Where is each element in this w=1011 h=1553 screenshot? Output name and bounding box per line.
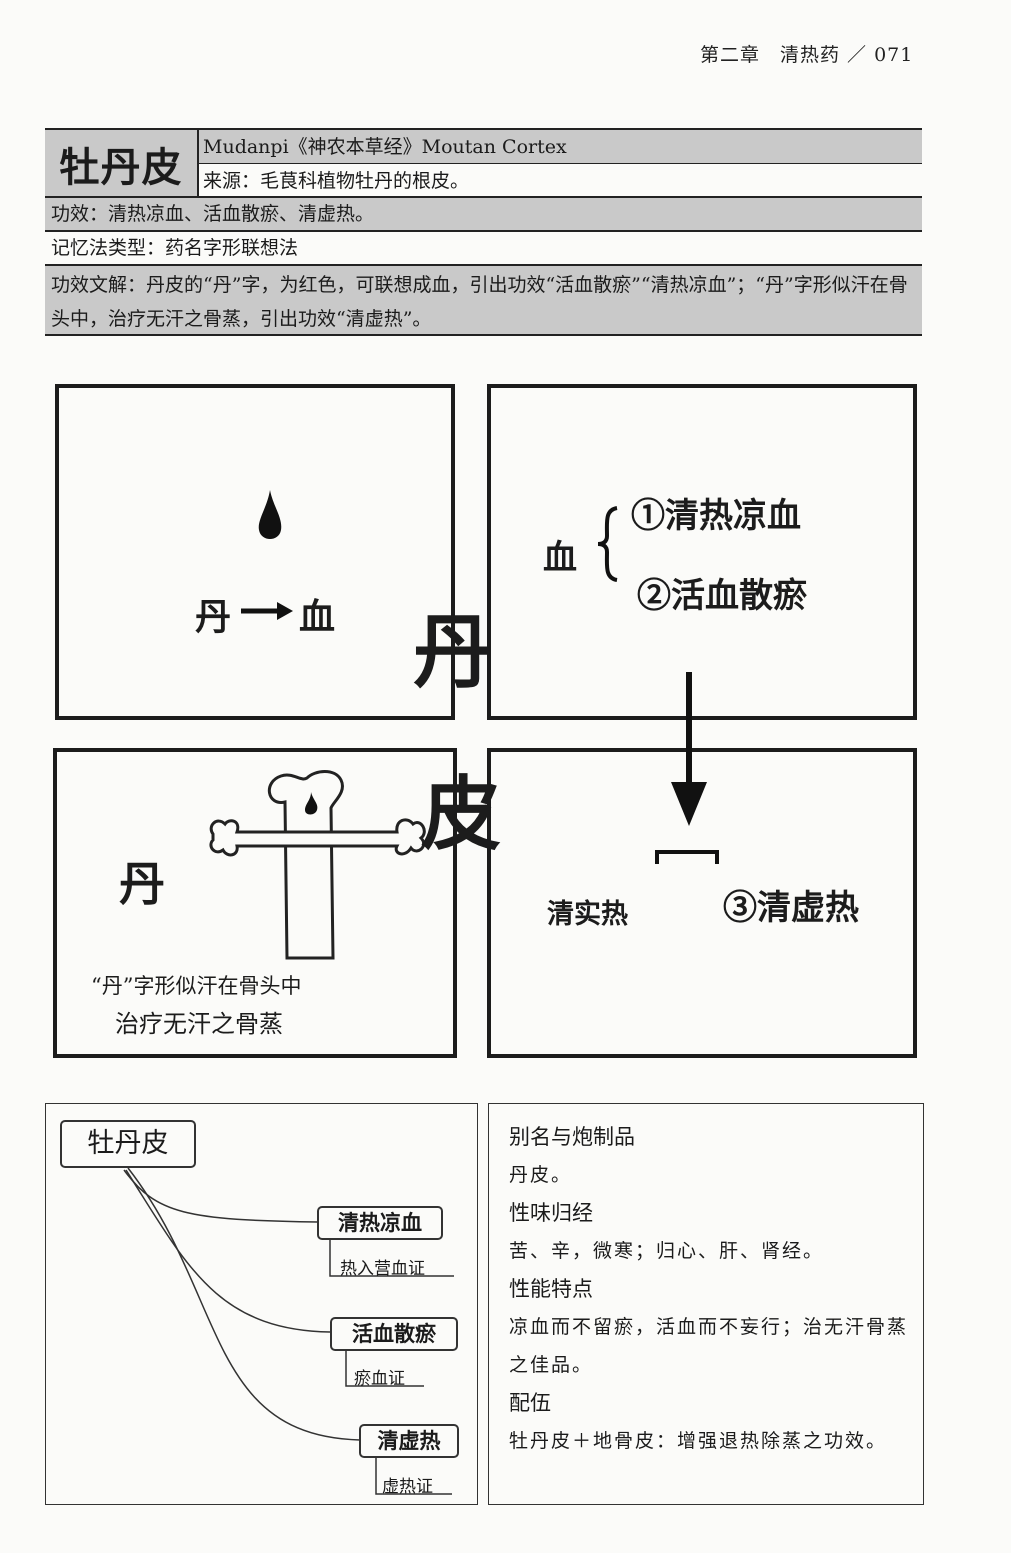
nature-text: 苦、辛，微寒；归心、肝、肾经。 — [509, 1240, 825, 1262]
compatibility-text: 牡丹皮＋地骨皮：增强退热除蒸之功效。 — [509, 1430, 888, 1452]
panel1-dan: 丹 — [195, 596, 232, 638]
memory-method-label: 记忆法类型： — [51, 237, 166, 259]
panel3-caption-line1: “丹”字形似汗在骨头中 — [91, 974, 302, 998]
right-arrow-icon — [241, 602, 293, 620]
brace-icon — [597, 506, 618, 582]
panel2-xue: 血 — [543, 538, 577, 578]
bone-icon — [209, 770, 426, 960]
mindmap-root: 牡丹皮 — [60, 1120, 196, 1168]
panel-dan-to-blood: 丹 血 — [55, 384, 455, 720]
panel4-clear-deficiency-heat: ③清虚热 — [723, 888, 859, 928]
herb-latin-name: Mudanpi《神农本草经》Moutan Cortex — [199, 130, 922, 164]
mindmap-branch-sub: 热入营血证 — [340, 1259, 425, 1279]
memory-method-value: 药名字形联想法 — [165, 237, 299, 259]
mindmap-branch-label: 活血散瘀 — [330, 1317, 458, 1351]
mindmap-branch-label: 清虚热 — [359, 1424, 459, 1458]
memory-method-row: 记忆法类型：药名字形联想法 — [45, 230, 922, 264]
panel-clear-heat: 清实热 ③清虚热 — [487, 748, 917, 1058]
title-row: 牡丹皮 Mudanpi《神农本草经》Moutan Cortex 来源：毛茛科植物… — [45, 128, 922, 198]
alias-heading: 别名与炮制品 — [509, 1125, 635, 1149]
herb-info-table: 牡丹皮 Mudanpi《神农本草经》Moutan Cortex 来源：毛茛科植物… — [45, 128, 922, 338]
herb-efficacy: 功效：清热凉血、活血散瘀、清虚热。 — [45, 196, 922, 230]
panel4-clear-excess-heat: 清实热 — [547, 899, 628, 930]
alias-text: 丹皮。 — [509, 1164, 573, 1186]
mindmap-branch-sub: 瘀血证 — [354, 1369, 405, 1389]
explanation-text: 丹皮的“丹”字，为红色，可联想成血，引出功效“活血散瘀”“清热凉血”；“丹”字形… — [51, 274, 908, 330]
nature-heading: 性味归经 — [509, 1201, 593, 1225]
herb-source: 来源：毛茛科植物牡丹的根皮。 — [203, 170, 470, 192]
down-arrow-icon — [671, 672, 707, 826]
mindmap-branch-label: 清热凉血 — [317, 1206, 443, 1240]
efficacy-explanation: 功效文解：丹皮的“丹”字，为红色，可联想成血，引出功效“活血散瘀”“清热凉血”；… — [45, 264, 922, 336]
panel-bone-sweat: 丹 “丹”字形似汗在骨头中 治疗无汗之骨蒸 — [53, 748, 457, 1058]
panel3-dan: 丹 — [119, 857, 165, 911]
panel-blood-efficacy: 血 ①清热凉血 ②活血散瘀 — [487, 384, 917, 720]
compatibility-heading: 配伍 — [509, 1391, 551, 1415]
running-header: 第二章 清热药 ／ 071 — [700, 44, 914, 66]
bracket-icon — [655, 850, 719, 864]
panel2-item2: ②活血散瘀 — [637, 576, 807, 616]
explanation-label: 功效文解： — [51, 274, 147, 296]
herb-details-box: 别名与炮制品 丹皮。 性味归经 苦、辛，微寒；归心、肝、肾经。 性能特点 凉血而… — [488, 1103, 924, 1505]
blood-drop-icon — [258, 490, 282, 539]
center-char-pi: 皮 — [421, 767, 501, 861]
center-char-dan: 丹 — [413, 605, 493, 699]
mindmap-box: 牡丹皮 清热凉血 热入营血证 活血散瘀 瘀血证 清虚热 虚热证 — [45, 1103, 478, 1505]
characteristics-text: 凉血而不留瘀，活血而不妄行；治无汗骨蒸之佳品。 — [509, 1316, 909, 1376]
herb-name: 牡丹皮 — [45, 130, 199, 198]
panel1-xue: 血 — [299, 596, 336, 638]
panel3-caption-line2: 治疗无汗之骨蒸 — [115, 1010, 283, 1038]
mindmap-branch-sub: 虚热证 — [382, 1477, 433, 1497]
mindmap-connectors — [123, 1167, 454, 1495]
characteristics-heading: 性能特点 — [509, 1277, 593, 1301]
mnemonic-illustration: 丹 血 血 ①清热凉血 ②活血散瘀 丹 “丹”字形似汗在骨头中 治疗无汗之骨蒸 — [45, 370, 925, 1075]
panel2-item1: ①清热凉血 — [631, 496, 801, 536]
